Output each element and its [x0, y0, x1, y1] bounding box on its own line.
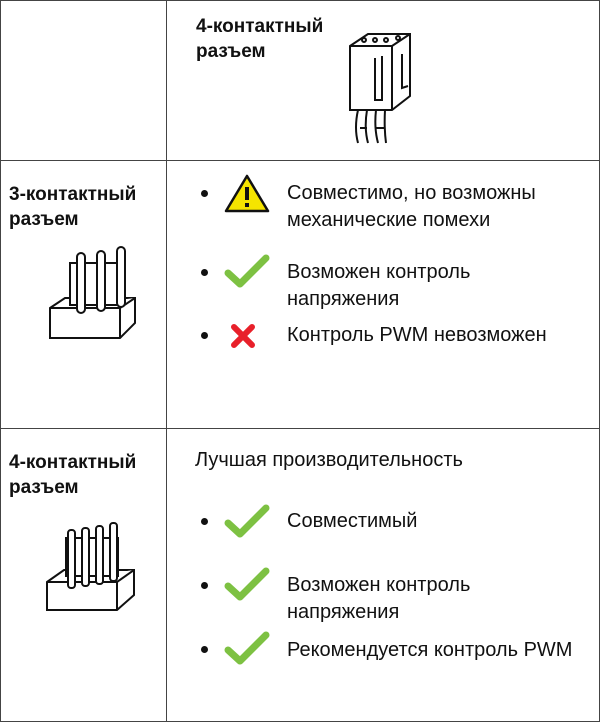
- bullet: [201, 582, 208, 589]
- male-3pin-header-icon: [49, 246, 136, 339]
- warning-icon: [224, 174, 270, 213]
- bullet: [201, 646, 208, 653]
- male-4pin-header-icon: [46, 522, 135, 611]
- row-label: 3-контактный разъем: [9, 184, 137, 230]
- feature-text: Возможен контроль напряжения: [287, 261, 471, 310]
- feature-text: Совместимо, но возможны механические пом…: [287, 182, 536, 231]
- column-header: 4-контактный разъем: [196, 16, 324, 62]
- check-icon: [224, 254, 270, 288]
- feature-text: Рекомендуется контроль PWM: [287, 639, 573, 661]
- feature-text: Возможен контроль напряжения: [287, 574, 471, 623]
- bullet: [201, 269, 208, 276]
- check-icon: [224, 631, 270, 665]
- column-divider: [166, 0, 167, 722]
- feature-text: Контроль PWM невозможен: [287, 324, 547, 346]
- cross-icon: [231, 324, 255, 348]
- bullet: [201, 190, 208, 197]
- bullet: [201, 518, 208, 525]
- row-label: 4-контактный разъем: [9, 452, 137, 498]
- bullet: [201, 332, 208, 339]
- check-icon: [224, 567, 270, 601]
- row-divider: [0, 160, 600, 161]
- feature-text: Совместимый: [287, 510, 418, 532]
- summary-text: Лучшая производительность: [195, 449, 463, 471]
- check-icon: [224, 504, 270, 538]
- female-4pin-connector-icon: [349, 33, 411, 144]
- row-divider: [0, 428, 600, 429]
